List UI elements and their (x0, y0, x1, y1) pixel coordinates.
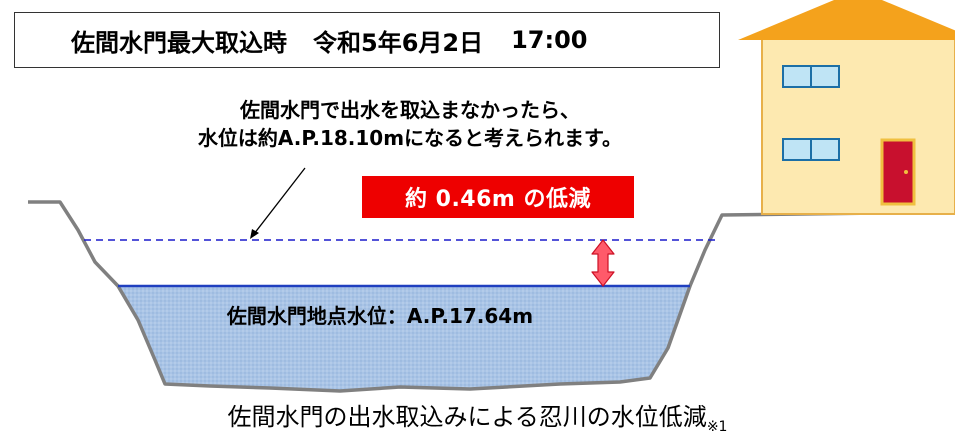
title-location: 佐間水門最大取込時 (71, 28, 287, 57)
river-bank-outline (28, 200, 955, 393)
house-window-upper (782, 65, 840, 88)
house-icon (738, 0, 955, 215)
note-line-1: 佐間水門で出水を取込まなかったら、 (240, 98, 580, 122)
title-box: 佐間水門最大取込時 令和5年6月2日 17:00 (14, 12, 720, 68)
note-pointer-arrowhead (250, 229, 259, 239)
note-pointer-line (253, 167, 306, 235)
caption-text: 佐間水門の出水取込みによる忍川の水位低減 (227, 403, 707, 431)
reduction-badge: 約 0.46m の低減 (362, 176, 634, 218)
river-water (118, 286, 690, 391)
title-time: 17:00 (511, 26, 588, 54)
figure-caption: 佐間水門の出水取込みによる忍川の水位低減※1 (0, 397, 955, 435)
note-line-2: 水位は約A.P.18.10mになると考えられます。 (197, 126, 623, 150)
house-window-lower (782, 138, 840, 161)
water-level-label: 佐間水門地点水位：A.P.17.64m (226, 304, 534, 328)
double-arrow-icon (591, 239, 615, 287)
house-door (880, 138, 916, 206)
hypothetical-level-note: 佐間水門で出水を取込まなかったら、 水位は約A.P.18.10mになると考えられ… (150, 96, 670, 152)
caption-footnote-mark: ※1 (706, 419, 728, 435)
title-date: 令和5年6月2日 (313, 28, 484, 57)
